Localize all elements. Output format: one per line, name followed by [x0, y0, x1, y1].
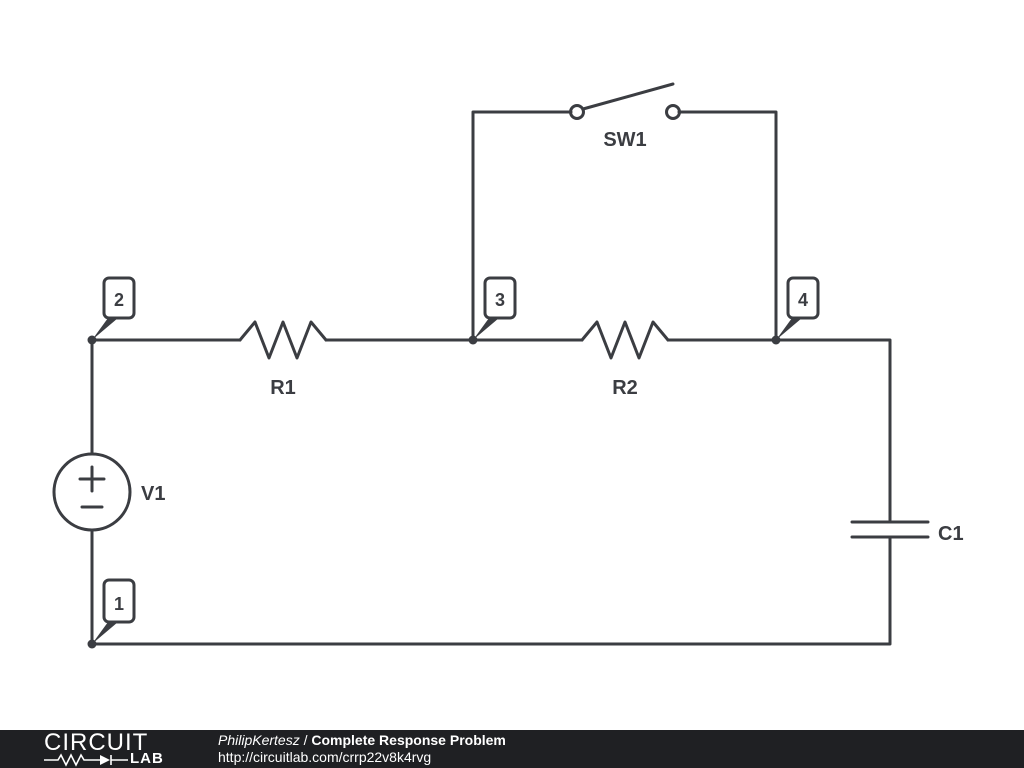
r2-label: R2 — [612, 377, 638, 399]
node-flag-4-label: 4 — [798, 290, 808, 310]
resistor-r1 — [238, 320, 328, 360]
wire-sw1-node4 — [677, 110, 778, 342]
wire-node3-sw1 — [471, 110, 573, 342]
voltage-source-v1 — [52, 452, 132, 532]
switch-sw1 — [569, 82, 681, 120]
v1-label: V1 — [141, 483, 165, 505]
resistor-r2 — [580, 320, 670, 360]
resistor-diode-icon — [44, 753, 128, 767]
circuit-schematic: R1 R2 V1 C1 SW1 2 3 4 — [52, 82, 964, 649]
logo-text-circuit: CIRCUIT — [44, 729, 149, 756]
r1-label: R1 — [270, 377, 296, 399]
wire-r2-c1 — [666, 338, 892, 522]
circuit-url-link[interactable]: http://circuitlab.com/crrp22v8k4rvg — [218, 749, 432, 765]
capacitor-c1 — [850, 520, 930, 539]
author-link[interactable]: PhilipKertesz — [218, 732, 300, 748]
footer-separator: / — [299, 732, 312, 748]
node-flag-2: 2 — [92, 276, 136, 340]
node-flag-3: 3 — [473, 276, 517, 340]
node-flag-4: 4 — [776, 276, 820, 340]
node-flag-2-label: 2 — [114, 290, 124, 310]
footer-credit: PhilipKertesz / Complete Response Proble… — [218, 732, 506, 749]
circuitlab-logo[interactable]: CIRCUIT LAB — [44, 729, 176, 767]
sw1-label: SW1 — [603, 129, 646, 151]
node-flag-1: 1 — [92, 578, 136, 644]
wire-c1-node1 — [90, 536, 892, 646]
footer-bar: CIRCUIT LAB PhilipKertesz / Complete Res… — [0, 730, 1024, 768]
c1-label: C1 — [938, 523, 964, 545]
circuit-title[interactable]: Complete Response Problem — [311, 732, 506, 748]
node-flag-1-label: 1 — [114, 594, 124, 614]
node-flag-3-label: 3 — [495, 290, 505, 310]
wires — [90, 110, 892, 646]
logo-text-lab: LAB — [130, 750, 164, 767]
